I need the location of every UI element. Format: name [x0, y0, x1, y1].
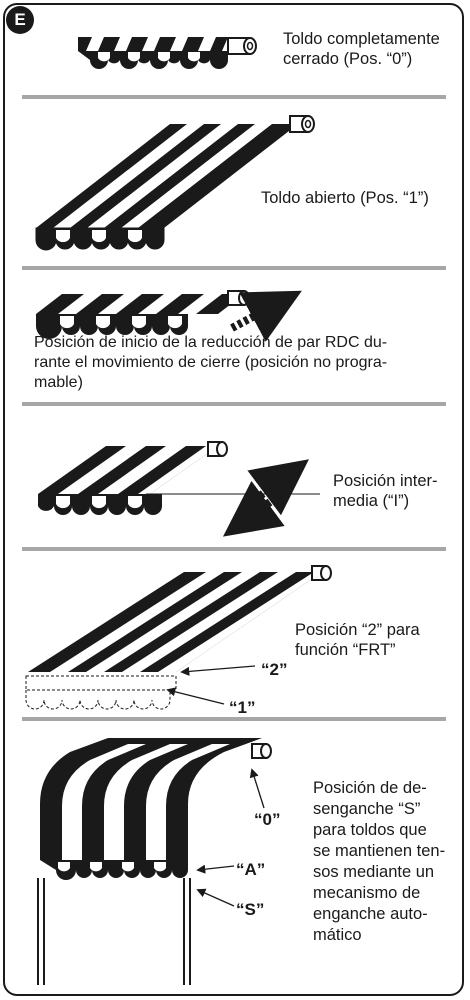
caption-line: rante el movimiento de cierre (posición …: [34, 354, 388, 371]
caption-line: función “FRT”: [295, 641, 396, 659]
caption-line: mable): [34, 374, 83, 391]
section-separator: [22, 547, 446, 551]
label-pos-1: “1”: [229, 698, 256, 717]
caption-line: Posición “2” para: [295, 621, 420, 639]
awning-frt: [25, 565, 332, 710]
caption-line: Posición inter-: [333, 472, 438, 490]
label-pos-0: “0”: [254, 810, 281, 829]
caption-line: cerrado (Pos. “0”): [283, 50, 413, 68]
label-pos-s: “S”: [236, 900, 265, 919]
caption-line: mático: [313, 926, 362, 944]
caption-frt: Posición “2” para función “FRT”: [295, 620, 420, 660]
caption-line: mecanismo de: [313, 884, 421, 902]
awning-intermediate: [38, 441, 320, 537]
caption-line: senganche “S”: [313, 800, 421, 818]
section-separator: [22, 266, 446, 270]
caption-release: Posición de de- senganche “S” para toldo…: [313, 778, 445, 946]
figure-frame: [3, 3, 464, 996]
caption-open: Toldo abierto (Pos. “1”): [261, 188, 429, 208]
caption-line: sos mediante un: [313, 863, 435, 881]
caption-line: enganche auto-: [313, 905, 428, 923]
caption-closed: Toldo completamente cerrado (Pos. “0”): [283, 29, 440, 69]
awning-closing-rdc: [36, 290, 302, 342]
section-separator: [22, 402, 446, 406]
label-pos-a: “A”: [236, 860, 266, 879]
awning-release: [37, 738, 272, 985]
caption-line: para toldos que: [313, 821, 427, 839]
section-separator: [22, 95, 446, 99]
awning-closed: [78, 37, 257, 69]
section-separator: [22, 717, 446, 721]
caption-line: Toldo completamente: [283, 30, 440, 48]
figure-badge: E: [6, 6, 34, 34]
label-pos-2: “2”: [261, 660, 288, 679]
caption-line: media (“I”): [333, 492, 410, 510]
caption-line: Posición de de-: [313, 779, 427, 797]
caption-line: Toldo abierto (Pos. “1”): [261, 189, 429, 207]
awning-open: [35, 115, 315, 251]
caption-line: se mantienen ten-: [313, 842, 446, 860]
caption-intermediate: Posición inter- media (“I”): [333, 471, 438, 511]
